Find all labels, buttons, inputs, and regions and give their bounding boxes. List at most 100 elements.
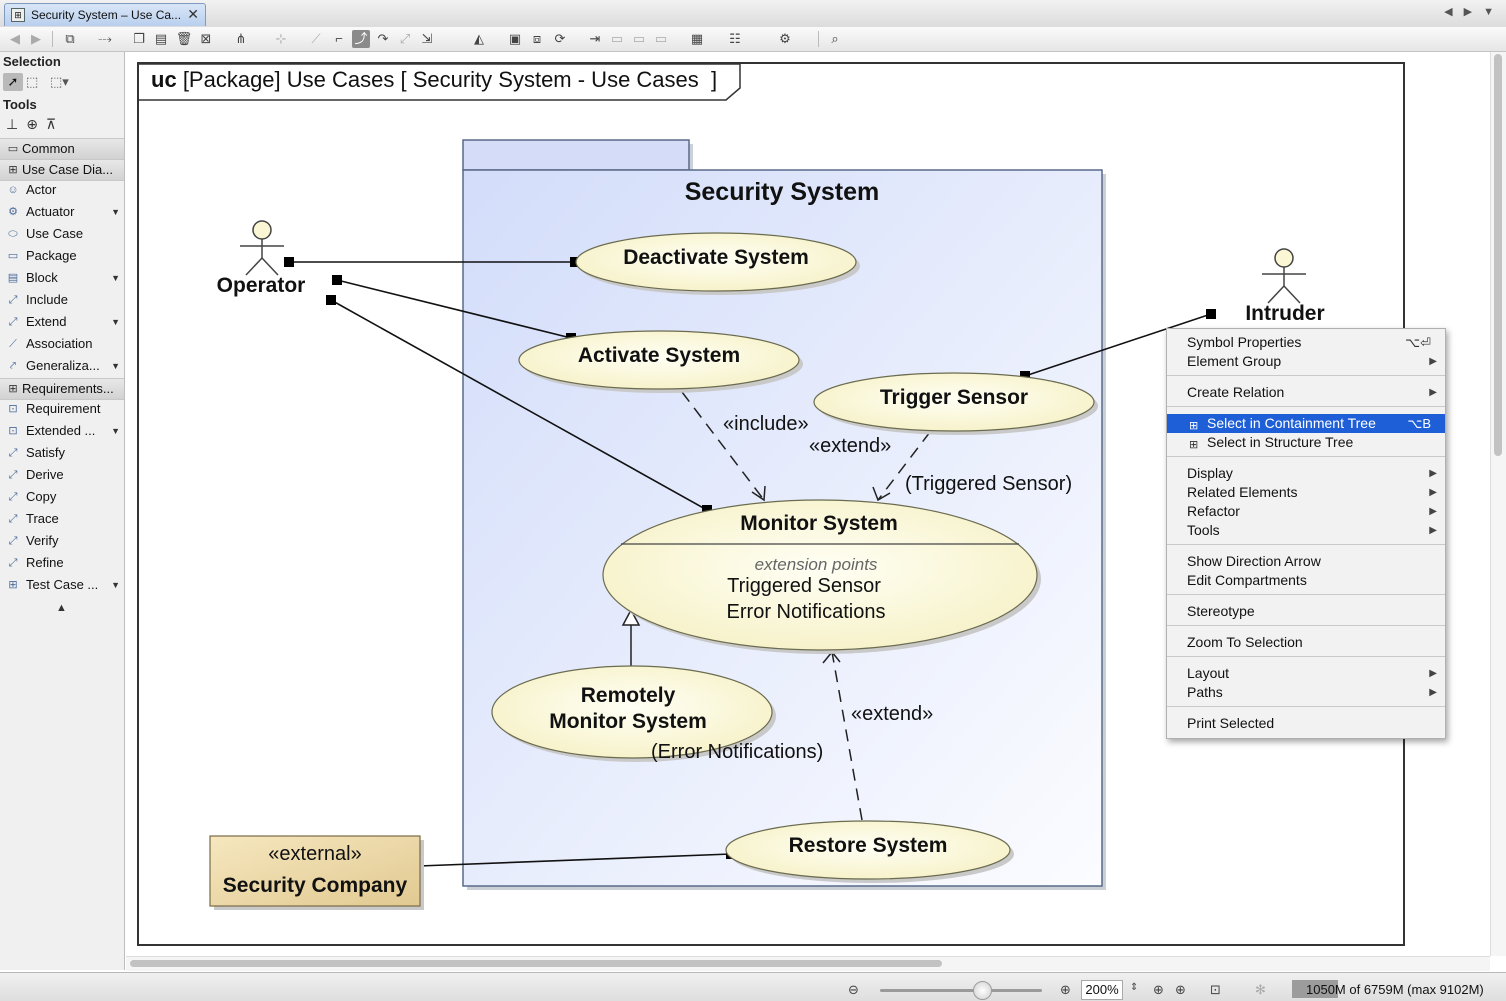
table-icon[interactable]: ☷ <box>729 31 741 46</box>
layout-tree-icon[interactable]: ⋔ <box>235 31 247 46</box>
menu-item-create-relation[interactable]: Create Relation ▶ <box>1187 384 1437 400</box>
lasso-select-icon[interactable]: ⬚▾ <box>50 74 69 89</box>
zoom-stepper-icon[interactable]: ⇕ <box>1130 982 1139 993</box>
menu-item-show-direction-arrow[interactable]: Show Direction Arrow <box>1187 553 1321 569</box>
ungroup-icon[interactable]: ⧈ <box>532 31 542 46</box>
bezier-path-icon[interactable]: ⤴ <box>352 30 370 48</box>
zoom-level-field[interactable]: 200% <box>1081 980 1123 1000</box>
align-middle-icon[interactable]: ▭ <box>632 31 646 46</box>
horizontal-scrollbar-thumb[interactable] <box>130 960 942 967</box>
external-block-security-company[interactable] <box>209 835 421 907</box>
error-notifications-condition[interactable]: (Error Notifications) <box>651 741 824 763</box>
palette-item-extended-requirement[interactable]: ⊡ Extended ... ▼ <box>0 421 124 441</box>
spacing-tools-icon[interactable]: ⊥⊕⊼ <box>6 116 65 132</box>
use-case-restore-system[interactable] <box>725 820 1011 880</box>
extend-label-restore[interactable]: «extend» <box>851 703 934 725</box>
pointer-icon[interactable]: ➚ <box>3 73 23 91</box>
palette-item-derive[interactable]: ⤢ Derive <box>8 467 64 482</box>
chevron-down-icon[interactable]: ▼ <box>111 317 120 327</box>
zoom-slider-knob[interactable] <box>973 981 992 1000</box>
palette-item-block[interactable]: ▤ Block ▼ <box>0 268 124 288</box>
palette-item-trace[interactable]: ⤢ Trace <box>8 511 59 526</box>
menu-item-stereotype[interactable]: Stereotype <box>1187 603 1255 619</box>
use-case-activate-system[interactable] <box>518 330 800 390</box>
palette-item-verify[interactable]: ⤢ Verify <box>8 533 59 548</box>
delete-icon[interactable]: 🗑 <box>175 31 193 46</box>
copy-icon[interactable]: ❐ <box>133 31 145 46</box>
use-case-remotely-monitor-system[interactable] <box>491 665 773 759</box>
menu-item-print-selected[interactable]: Print Selected <box>1187 715 1275 731</box>
palette-item-requirement[interactable]: ⊡ Requirement <box>8 401 101 416</box>
menu-item-paths[interactable]: Paths ▶ <box>1187 684 1437 700</box>
diagram-contents-icon[interactable]: ⧉ <box>65 31 75 46</box>
palette-item-generalization[interactable]: ⤤ Generaliza... ▼ <box>0 356 124 376</box>
menu-item-layout[interactable]: Layout ▶ <box>1187 665 1437 681</box>
align-icon[interactable]: ⇥ <box>589 31 601 46</box>
use-case-monitor-system[interactable] <box>602 499 1038 651</box>
group-icon[interactable]: ▣ <box>508 31 522 46</box>
menu-item-zoom-to-selection[interactable]: Zoom To Selection <box>1187 634 1303 650</box>
intruder-actor-figure[interactable] <box>1262 248 1306 304</box>
extend-label-trigger[interactable]: «extend» <box>809 435 892 457</box>
fill-color-icon[interactable]: ◭ <box>474 31 484 46</box>
search-icon[interactable]: ⌕ <box>831 31 839 46</box>
associations[interactable] <box>289 261 1212 867</box>
dependency-lines[interactable] <box>681 391 931 821</box>
back-icon[interactable]: ◀ <box>10 31 20 46</box>
rectilinear-path-icon[interactable]: ⌐ <box>335 31 343 46</box>
use-case-deactivate-system[interactable] <box>575 232 857 292</box>
refresh-icon[interactable]: ⟳ <box>554 31 566 46</box>
palette-item-association[interactable]: ⟋ Association <box>0 334 124 354</box>
curve-path-icon[interactable]: ↷ <box>377 31 389 46</box>
triggered-sensor-condition[interactable]: (Triggered Sensor) <box>905 473 1073 495</box>
pan-view-icon[interactable]: ⊡ <box>1210 982 1221 997</box>
palette-item-actor[interactable]: ☺ Actor <box>7 182 57 197</box>
menu-item-related-elements[interactable]: Related Elements ▶ <box>1187 484 1437 500</box>
palette-group-requirements[interactable]: ⊞ Requirements... <box>0 378 124 400</box>
chevron-down-icon[interactable]: ▼ <box>111 580 120 590</box>
menu-item-edit-compartments[interactable]: Edit Compartments <box>1187 572 1307 588</box>
route-paths-icon[interactable]: ⇲ <box>421 31 433 46</box>
palette-item-copy[interactable]: ⤢ Copy <box>8 489 57 504</box>
paste-icon[interactable]: ▤ <box>154 31 168 46</box>
palette-item-test-case[interactable]: ⊞ Test Case ... ▼ <box>0 575 124 595</box>
menu-item-display[interactable]: Display ▶ <box>1187 465 1437 481</box>
use-case-trigger-sensor[interactable] <box>813 372 1095 432</box>
tab-security-system-use-cases[interactable]: ⊞ Security System – Use Ca... ✕ <box>4 3 206 26</box>
close-icon[interactable]: ✕ <box>187 6 199 22</box>
menu-item-element-group[interactable]: Element Group ▶ <box>1187 353 1437 369</box>
zoom-in-icon[interactable]: ⊕ <box>1060 982 1071 997</box>
zoom-actual-icon[interactable]: ⊕ <box>1175 982 1186 997</box>
memory-usage-text[interactable]: 1050M of 6759M (max 9102M) <box>1306 982 1484 997</box>
zoom-fit-icon[interactable]: ⊕ <box>1153 982 1164 997</box>
zoom-out-icon[interactable]: ⊖ <box>848 982 859 997</box>
menu-item-tools[interactable]: Tools ▶ <box>1187 522 1437 538</box>
tab-navigation-arrows[interactable]: ◀ ▶ ▼ <box>1444 6 1498 18</box>
menu-item-select-in-structure-tree[interactable]: ⊞ Select in Structure Tree <box>1167 433 1445 452</box>
oblique-path-icon[interactable]: ⟋ <box>311 31 321 46</box>
palette-item-package[interactable]: ▭ Package <box>7 248 77 263</box>
reset-labels-icon[interactable]: ⤢ <box>399 31 411 46</box>
palette-item-include[interactable]: ⤢ Include <box>8 292 68 307</box>
palette-item-satisfy[interactable]: ⤢ Satisfy <box>8 445 66 460</box>
forward-icon[interactable]: ▶ <box>31 31 41 46</box>
chevron-down-icon[interactable]: ▼ <box>111 426 120 436</box>
delete-from-model-icon[interactable]: ⊠ <box>200 31 212 46</box>
path-style-icon[interactable]: ⊹ <box>275 31 287 46</box>
palette-item-extend[interactable]: ⤢ Extend ▼ <box>0 312 124 332</box>
vertical-scrollbar-thumb[interactable] <box>1494 54 1502 456</box>
marquee-select-icon[interactable]: ⬚ <box>26 74 39 89</box>
chevron-down-icon[interactable]: ▼ <box>111 361 120 371</box>
palette-group-use-case-diagram[interactable]: ⊞ Use Case Dia... <box>0 159 124 181</box>
chevron-down-icon[interactable]: ▼ <box>111 207 120 217</box>
palette-item-use-case[interactable]: ⬭ Use Case <box>8 226 84 241</box>
pointer-tool-icon[interactable]: ⤏ <box>98 31 112 46</box>
chevron-down-icon[interactable]: ▼ <box>111 273 120 283</box>
gear-icon[interactable]: ⚙ <box>779 31 791 46</box>
include-label[interactable]: «include» <box>723 413 809 435</box>
menu-item-refactor[interactable]: Refactor ▶ <box>1187 503 1437 519</box>
align-top-icon[interactable]: ▭ <box>610 31 624 46</box>
operator-actor-figure[interactable] <box>240 220 284 276</box>
menu-item-symbol-properties[interactable]: Symbol Properties ⌥⏎ <box>1187 334 1431 350</box>
shape-icon[interactable]: ▦ <box>690 31 704 46</box>
